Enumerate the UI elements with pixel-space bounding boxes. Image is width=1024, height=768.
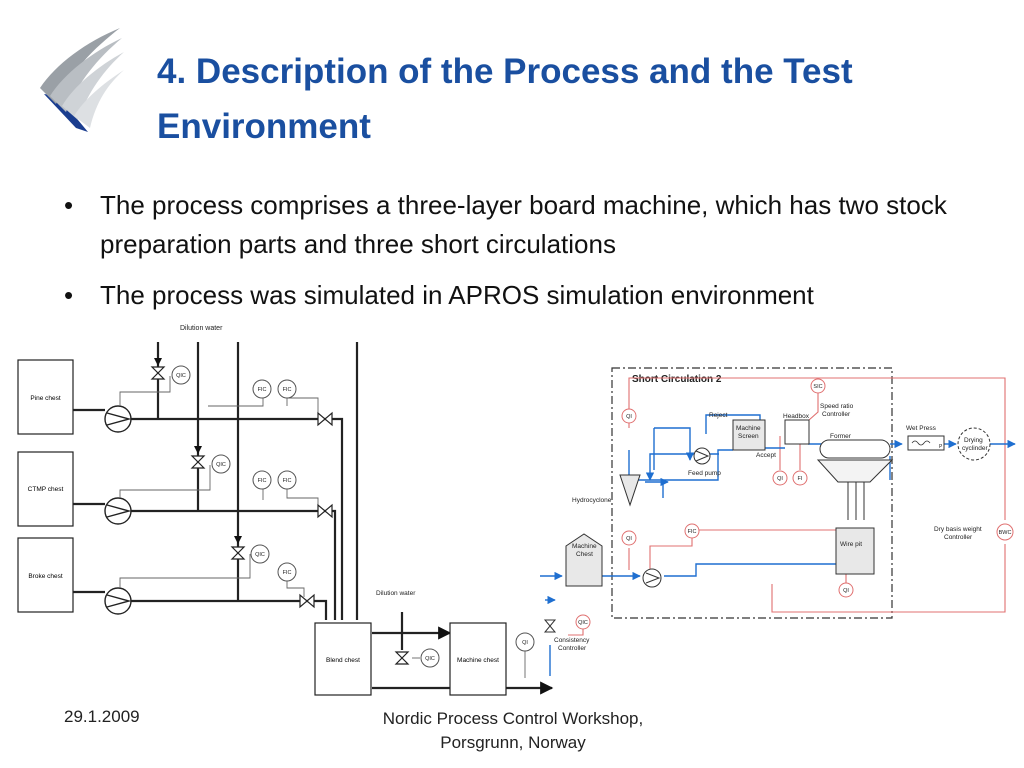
bullet-text: The process was simulated in APROS simul…: [100, 280, 814, 310]
slide-title: 4. Description of the Process and the Te…: [157, 52, 853, 146]
qi-tag: QI: [626, 414, 632, 420]
wet-press-label: Wet Press: [906, 425, 937, 432]
pump-icons: [642, 447, 711, 588]
bullet-item: • The process comprises a three-layer bo…: [60, 186, 980, 264]
fic-tag: FIC: [283, 570, 292, 576]
drying-label: Drying: [964, 437, 983, 444]
machine-chest-tank: [565, 533, 603, 587]
sic-tag: SIC: [813, 384, 822, 390]
machine-chest-label: Machine: [572, 543, 597, 550]
bullet-list: • The process comprises a three-layer bo…: [60, 186, 980, 327]
former-label: Former: [830, 433, 852, 440]
pump-icons: [104, 405, 132, 615]
short-circulation-diagram: Short Circulation 2: [540, 367, 1016, 676]
former: [819, 439, 891, 459]
qic-tag: QIC: [176, 373, 186, 379]
bullet-dot: •: [64, 280, 74, 310]
broke-chest-label: Broke chest: [28, 573, 63, 580]
qic-tag: QIC: [216, 462, 226, 468]
accept-label: Accept: [756, 452, 776, 459]
footer-event-line: Nordic Process Control Workshop,: [382, 709, 644, 728]
qic-tag: QIC: [578, 620, 588, 626]
drying-cylinder: [957, 427, 991, 461]
hydrocyclone: [619, 474, 641, 507]
screen-label: Screen: [738, 433, 759, 440]
qi-tag: QI: [626, 536, 632, 542]
stock-preparation-diagram: Dilution water Pine chest CTMP chest Bro…: [17, 325, 554, 696]
machine-screen: [732, 419, 766, 451]
footer-date: 29.1.2009: [64, 707, 140, 726]
reject-label: Reject: [709, 412, 728, 419]
ctmp-chest-label: CTMP chest: [28, 486, 64, 493]
blend-chest-label: Blend chest: [326, 657, 360, 664]
fic-tag: FIC: [283, 478, 292, 484]
wet-press: [907, 435, 945, 451]
broke-chest: [17, 537, 74, 613]
machine-chest-label: Chest: [576, 551, 593, 558]
speed-ratio-label: Speed ratio: [820, 403, 854, 410]
blend-chest: [314, 622, 372, 696]
qic-tag: QIC: [255, 552, 265, 558]
footer-event: Nordic Process Control Workshop, Porsgru…: [340, 707, 686, 755]
valve-icons: [150, 366, 410, 665]
hydrocyclone-label: Hydrocyclone: [572, 497, 612, 504]
bullet-item: • The process was simulated in APROS sim…: [60, 276, 980, 315]
qi-tag: QI: [522, 640, 528, 646]
circulation-title: Short Circulation 2: [632, 374, 722, 385]
wire-pit: [835, 527, 875, 575]
headbox-label: Headbox: [783, 413, 810, 420]
cylinder-label: cyclinder: [962, 445, 988, 452]
fic-tag: FIC: [258, 478, 267, 484]
pine-chest: [17, 359, 74, 435]
dry-basis-controller-label: Controller: [944, 534, 973, 541]
fic-tag: FIC: [283, 387, 292, 393]
bwc-tag: BWC: [999, 530, 1012, 536]
ctmp-chest: [17, 451, 74, 527]
qi-tag: QI: [777, 476, 783, 482]
machine-chest-label: Machine chest: [457, 657, 499, 664]
consistency-label: Consistency: [554, 637, 590, 644]
organization-logo-icon: [40, 28, 124, 132]
bullet-dot: •: [64, 190, 74, 220]
dilution-water-label: Dilution water: [376, 590, 416, 597]
process-diagram: Dilution water Pine chest CTMP chest Bro…: [17, 325, 1016, 696]
feed-pump-label: Feed pump: [688, 470, 721, 477]
fi-tag: FI: [798, 476, 803, 482]
fic-tag: FIC: [688, 529, 697, 535]
wire-pit-label: Wire pit: [840, 541, 862, 548]
dilution-water-label: Dilution water: [180, 325, 223, 332]
machine-chest: [449, 622, 507, 696]
dry-basis-label: Dry basis weight: [934, 526, 982, 533]
pine-chest-label: Pine chest: [30, 395, 61, 402]
controller-label: Controller: [822, 411, 851, 418]
machine-label: Machine: [736, 425, 761, 432]
qi-tag: QI: [843, 588, 849, 594]
footer-event-line: Porsgrunn, Norway: [440, 733, 586, 752]
press-p-label: P: [939, 444, 943, 450]
fic-tag: FIC: [258, 387, 267, 393]
bullet-text: The process comprises a three-layer boar…: [100, 190, 947, 259]
qic-tag: QIC: [425, 656, 435, 662]
consistency-controller-label: Controller: [558, 645, 587, 652]
headbox: [784, 419, 810, 445]
